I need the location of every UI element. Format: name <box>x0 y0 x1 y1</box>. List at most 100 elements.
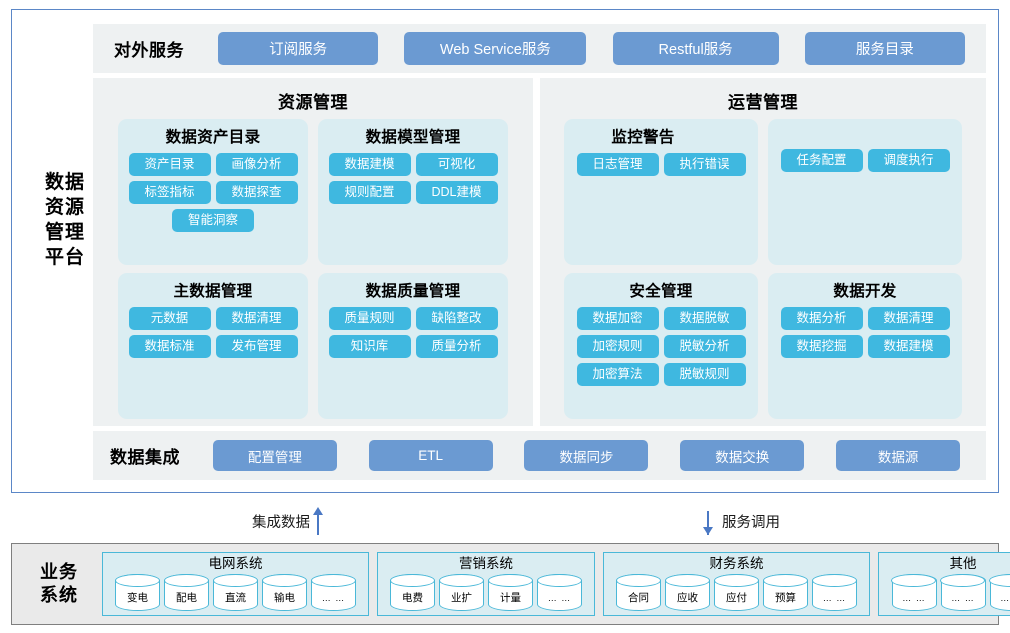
card-tags-task-scheduling: 任务配置调度执行 <box>776 149 954 172</box>
business-systems-frame: 业务系统 电网系统变电配电直流输电… …营销系统电费业扩计量… …财务系统合同应… <box>11 543 1010 625</box>
database-label: 合同 <box>628 592 649 604</box>
tag-monitoring-alerts-0[interactable]: 日志管理 <box>576 153 659 176</box>
tag-data-asset-catalog-3[interactable]: 数据探查 <box>215 181 298 204</box>
database-icon-grid-system-4[interactable]: … … <box>310 573 356 611</box>
biz-group-finance-system: 财务系统合同应收应付预算… … <box>603 552 870 616</box>
tag-task-scheduling-1[interactable]: 调度执行 <box>867 149 950 172</box>
database-label: 输电 <box>274 592 295 604</box>
tag-data-quality-management-3[interactable]: 质量分析 <box>415 335 498 358</box>
external-services-button-row: 订阅服务 Web Service服务 Restful服务服务目录 <box>205 32 986 65</box>
database-icon-marketing-system-3[interactable]: … … <box>536 573 582 611</box>
external-service-button-3[interactable]: 服务目录 <box>804 32 965 65</box>
tag-monitoring-alerts-1[interactable]: 执行错误 <box>663 153 746 176</box>
database-icon-finance-system-2[interactable]: 应付 <box>713 573 759 611</box>
tag-data-asset-catalog-1[interactable]: 画像分析 <box>215 153 298 176</box>
tag-master-data-management-2[interactable]: 数据标准 <box>128 335 211 358</box>
card-master-data-management: 主数据管理元数据数据清理数据标准发布管理 <box>118 273 308 419</box>
database-icon-marketing-system-2[interactable]: 计量 <box>487 573 533 611</box>
tag-data-development-3[interactable]: 数据建模 <box>867 335 950 358</box>
card-title-data-development: 数据开发 <box>833 283 897 300</box>
external-service-button-2[interactable]: Restful服务 <box>612 32 779 65</box>
tag-security-management-5[interactable]: 脱敏规则 <box>663 363 746 386</box>
card-data-asset-catalog: 数据资产目录资产目录画像分析标签指标数据探查智能洞察 <box>118 119 308 265</box>
card-tags-data-quality-management: 质量规则缺陷整改知识库质量分析 <box>326 307 500 358</box>
database-label: … … <box>951 593 975 603</box>
database-icon-grid-system-0[interactable]: 变电 <box>114 573 160 611</box>
database-icon-grid-system-3[interactable]: 输电 <box>261 573 307 611</box>
tag-data-model-management-1[interactable]: 可视化 <box>415 153 498 176</box>
database-icon-marketing-system-0[interactable]: 电费 <box>389 573 435 611</box>
data-integration-button-2[interactable]: 数据同步 <box>524 440 649 471</box>
tag-data-model-management-0[interactable]: 数据建模 <box>328 153 411 176</box>
card-title-data-model-management: 数据模型管理 <box>365 129 461 146</box>
database-label: 配电 <box>176 592 197 604</box>
zone-operations-management: 运营管理 监控警告日志管理执行错误 任务配置调度执行安全管理数据加密数据脱敏加密… <box>540 78 986 426</box>
database-icon-finance-system-1[interactable]: 应收 <box>664 573 710 611</box>
card-title-master-data-management: 主数据管理 <box>173 283 253 300</box>
external-service-button-0[interactable]: 订阅服务 <box>218 32 379 65</box>
external-service-button-1[interactable]: Web Service服务 <box>404 32 587 65</box>
business-systems-title: 业务系统 <box>40 562 78 605</box>
tag-master-data-management-1[interactable]: 数据清理 <box>215 307 298 330</box>
tag-master-data-management-0[interactable]: 元数据 <box>128 307 211 330</box>
card-monitoring-alerts: 监控警告日志管理执行错误 <box>564 119 758 265</box>
card-title-data-asset-catalog: 数据资产目录 <box>165 129 261 146</box>
biz-group-nodes-marketing-system: 电费业扩 计量 … … <box>383 573 589 611</box>
tag-data-asset-catalog-2[interactable]: 标签指标 <box>128 181 211 204</box>
data-integration-button-row: 配置管理 ETL 数据同步数据交换数据源 <box>197 440 986 471</box>
tag-data-quality-management-0[interactable]: 质量规则 <box>328 307 411 330</box>
platform-title: 数据资源管理平台 <box>44 172 85 268</box>
database-label: 应付 <box>726 592 747 604</box>
tag-security-management-0[interactable]: 数据加密 <box>576 307 659 330</box>
database-label: 计量 <box>500 592 521 604</box>
database-label: … … <box>822 593 847 603</box>
tag-data-asset-catalog-4[interactable]: 智能洞察 <box>172 209 254 232</box>
connector-integrate-data: 集成数据 <box>252 507 326 535</box>
database-icon-grid-system-1[interactable]: 配电 <box>163 573 209 611</box>
tag-data-development-0[interactable]: 数据分析 <box>780 307 863 330</box>
card-tags-master-data-management: 元数据数据清理数据标准发布管理 <box>126 307 300 358</box>
database-label: 直流 <box>225 592 246 604</box>
data-integration-button-4[interactable]: 数据源 <box>836 440 961 471</box>
data-integration-button-0[interactable]: 配置管理 <box>212 440 337 471</box>
card-title-security-management: 安全管理 <box>629 283 693 300</box>
tag-data-quality-management-2[interactable]: 知识库 <box>328 335 411 358</box>
tag-task-scheduling-0[interactable]: 任务配置 <box>780 149 863 172</box>
database-label: … … <box>547 593 572 603</box>
database-icon-other-system-0[interactable]: … … <box>891 573 937 611</box>
tag-data-model-management-2[interactable]: 规则配置 <box>328 181 411 204</box>
tag-data-quality-management-1[interactable]: 缺陷整改 <box>415 307 498 330</box>
tag-data-model-management-3[interactable]: DDL建模 <box>415 181 498 204</box>
biz-group-nodes-finance-system: 合同 应收 应付 预算 … … <box>609 573 864 611</box>
tag-data-development-2[interactable]: 数据挖掘 <box>780 335 863 358</box>
card-security-management: 安全管理数据加密数据脱敏加密规则脱敏分析加密算法脱敏规则 <box>564 273 758 419</box>
tag-data-development-1[interactable]: 数据清理 <box>867 307 950 330</box>
data-integration-button-3[interactable]: 数据交换 <box>680 440 805 471</box>
tag-master-data-management-3[interactable]: 发布管理 <box>215 335 298 358</box>
database-icon-grid-system-2[interactable]: 直流 <box>212 573 258 611</box>
database-icon-other-system-2[interactable]: … … <box>989 573 1010 611</box>
biz-group-title-marketing-system: 营销系统 <box>459 556 513 571</box>
data-integration-button-1[interactable]: ETL <box>368 440 493 471</box>
tag-data-asset-catalog-0[interactable]: 资产目录 <box>128 153 211 176</box>
database-icon-finance-system-4[interactable]: … … <box>811 573 857 611</box>
tag-security-management-3[interactable]: 脱敏分析 <box>663 335 746 358</box>
database-label: 应收 <box>677 592 698 604</box>
database-label: … … <box>1000 593 1010 603</box>
tag-security-management-4[interactable]: 加密算法 <box>576 363 659 386</box>
tag-security-management-1[interactable]: 数据脱敏 <box>663 307 746 330</box>
tag-security-management-2[interactable]: 加密规则 <box>576 335 659 358</box>
database-icon-marketing-system-1[interactable]: 业扩 <box>438 573 484 611</box>
database-label: 业扩 <box>451 592 472 604</box>
database-icon-other-system-1[interactable]: … … <box>940 573 986 611</box>
card-tags-security-management: 数据加密数据脱敏加密规则脱敏分析加密算法脱敏规则 <box>572 307 750 386</box>
card-task-scheduling: 任务配置调度执行 <box>768 119 962 265</box>
card-title-data-quality-management: 数据质量管理 <box>365 283 461 300</box>
database-icon-finance-system-0[interactable]: 合同 <box>615 573 661 611</box>
database-label: 变电 <box>127 592 148 604</box>
database-icon-finance-system-3[interactable]: 预算 <box>762 573 808 611</box>
